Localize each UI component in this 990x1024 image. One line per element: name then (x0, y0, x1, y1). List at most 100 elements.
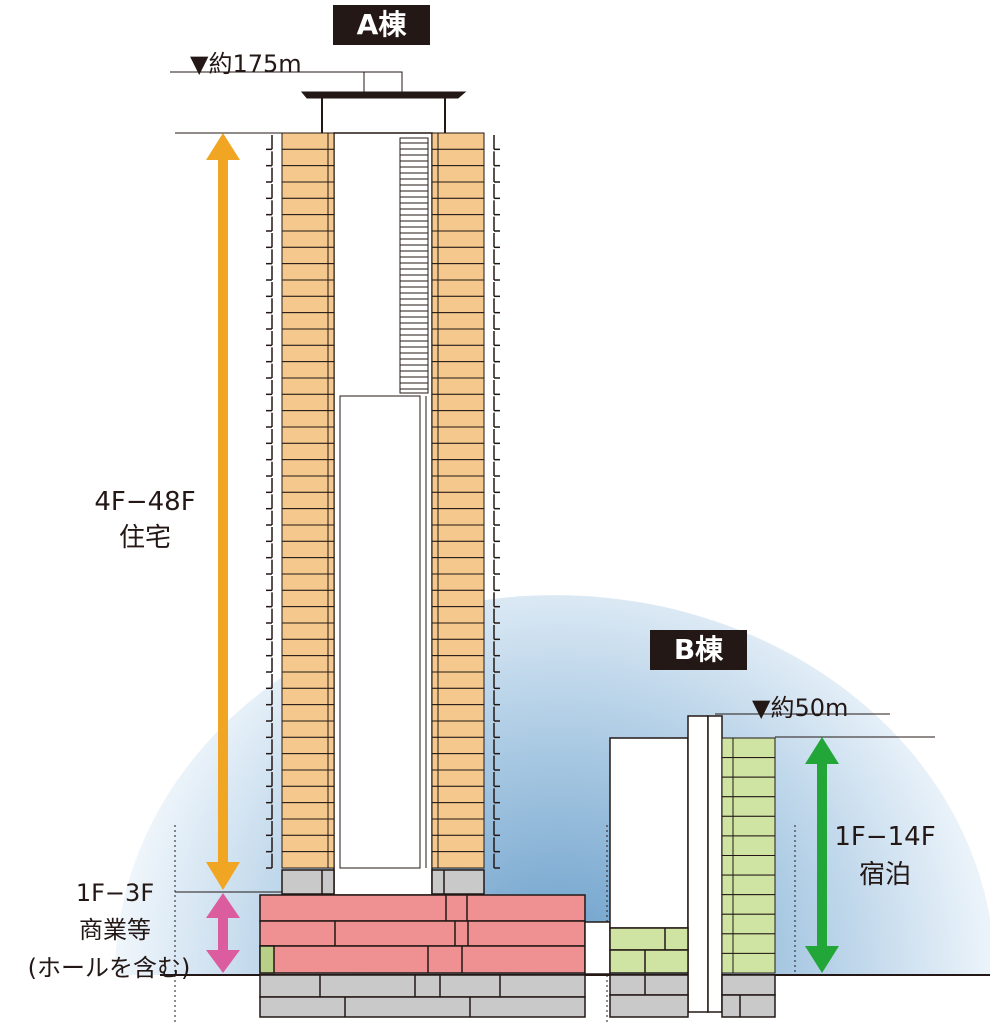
residential-floor (431, 622, 485, 640)
tower-b-basement (609, 974, 776, 1018)
tower-a-west-wing (266, 132, 335, 869)
residential-floor (281, 459, 335, 477)
residential-floor (431, 589, 485, 608)
residential-floor (281, 785, 335, 804)
residential-floor (431, 279, 485, 297)
residential-floor (431, 475, 485, 493)
residential-floor (281, 638, 335, 657)
residential-floor (431, 148, 485, 167)
residential-floor (281, 312, 335, 330)
commercial-range-arrow (206, 893, 240, 973)
tower-b-floors: 1F−14F (834, 822, 936, 852)
tower-a-upper-use: 住宅 (118, 523, 171, 553)
residential-floor (281, 573, 335, 591)
residential-floor (431, 295, 485, 314)
tower-a-basement (259, 974, 586, 1018)
residential-floor (281, 393, 335, 412)
residential-floor (281, 344, 335, 363)
residential-floor (281, 851, 335, 869)
tower-a-upper-floors: 4F−48F (94, 487, 196, 517)
residential-floor (281, 606, 335, 624)
hotel-range-arrow (805, 737, 839, 973)
residential-floor (431, 508, 485, 526)
residential-floor (281, 540, 335, 559)
residential-floor (281, 132, 335, 150)
residential-floor (281, 524, 335, 542)
residential-floor (431, 393, 485, 412)
residential-floor (281, 475, 335, 493)
residential-floor (281, 197, 335, 216)
tower-b-height: ▼約50m (752, 694, 849, 722)
tower-a-lower-note: (ホールを含む) (27, 954, 191, 982)
residential-floor (431, 704, 485, 722)
tower-b-body (609, 715, 723, 1013)
residential-floor (281, 508, 335, 526)
hotel-floor (721, 815, 776, 837)
hotel-floor (721, 855, 776, 876)
residential-floor (431, 246, 485, 265)
residential-floor (281, 230, 335, 248)
tower-a-core (333, 132, 433, 896)
residential-floor (431, 785, 485, 804)
residential-floor (431, 573, 485, 591)
residential-floor (281, 263, 335, 281)
hotel-floor (721, 835, 776, 857)
tower-a-label: A棟 (333, 5, 430, 45)
residential-floor (431, 524, 485, 542)
residential-floor (281, 769, 335, 787)
residential-floor (281, 655, 335, 673)
tower-a-height: ▼約175m (190, 50, 302, 78)
tower-b-label: B棟 (650, 630, 747, 670)
hotel-floor (721, 933, 776, 954)
residential-floor (431, 214, 485, 232)
residential-floor (431, 165, 485, 183)
residential-floor (281, 671, 335, 689)
tower-a-lower-use: 商業等 (79, 916, 151, 944)
hotel-floor (721, 776, 776, 798)
residential-floor (431, 540, 485, 559)
residential-floor (431, 753, 485, 771)
residential-floor (281, 818, 335, 836)
tower-a-lobby-blocks (281, 869, 485, 895)
hotel-floor (721, 796, 776, 817)
residential-floor (431, 197, 485, 216)
residential-floor (281, 410, 335, 428)
residential-floor (281, 589, 335, 608)
residential-floor (431, 491, 485, 510)
residential-floor (431, 328, 485, 346)
residential-floor (431, 720, 485, 738)
residential-floor (431, 132, 485, 150)
hotel-floor (721, 874, 776, 896)
residential-floor (281, 165, 335, 183)
residential-floor (281, 295, 335, 314)
residential-floor (281, 802, 335, 820)
hotel-floor (721, 913, 776, 935)
residential-floor (431, 181, 485, 199)
residential-floor (281, 148, 335, 167)
residential-floor (431, 410, 485, 428)
residential-floor (431, 687, 485, 706)
residential-floor (281, 736, 335, 755)
residential-floor (281, 753, 335, 771)
residential-floor (281, 622, 335, 640)
residential-floor (281, 426, 335, 444)
hotel-floor (721, 894, 776, 915)
residential-floor (431, 230, 485, 248)
podium-connector (584, 921, 611, 975)
residential-floor (281, 328, 335, 346)
residential-floor (431, 377, 485, 395)
residential-floor (431, 802, 485, 820)
residential-floor (281, 361, 335, 379)
site-boundary-lines (174, 825, 796, 1024)
tower-a-east-wing (431, 132, 500, 869)
residential-floor (431, 263, 485, 281)
tower-a-roof (300, 71, 467, 133)
residential-floor (431, 834, 485, 853)
dimension-lines (170, 71, 935, 893)
residential-floor (431, 426, 485, 444)
hotel-floor (721, 737, 776, 759)
residential-floor (431, 361, 485, 379)
residential-floor (281, 557, 335, 575)
tower-a-lower-floors: 1F−3F (75, 879, 155, 907)
